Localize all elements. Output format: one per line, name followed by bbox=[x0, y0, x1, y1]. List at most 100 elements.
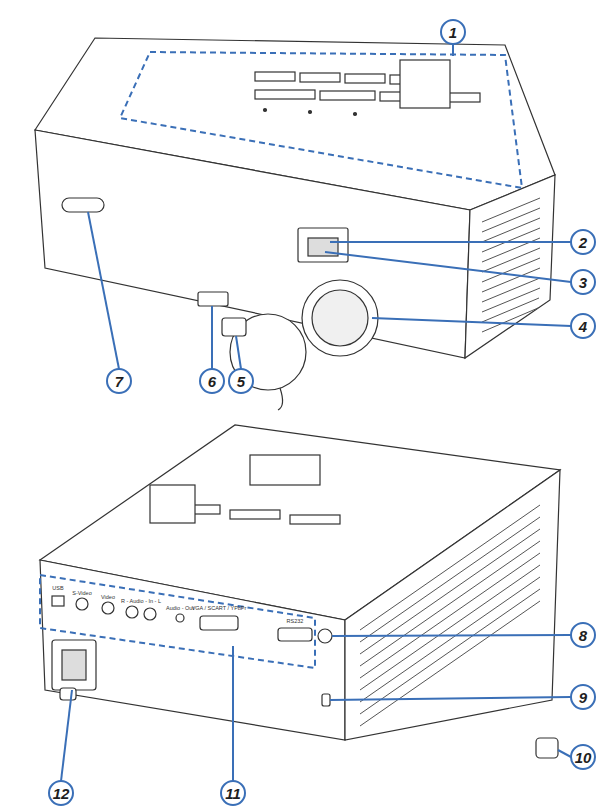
control-buttons bbox=[150, 485, 340, 524]
callout-circle bbox=[441, 20, 465, 44]
vent-slots bbox=[360, 541, 540, 666]
button bbox=[345, 74, 385, 83]
callout-circle bbox=[571, 314, 595, 338]
callout-circle bbox=[571, 745, 595, 769]
leader-line bbox=[332, 635, 571, 636]
callout-circle bbox=[571, 685, 595, 709]
leader-line bbox=[236, 336, 241, 369]
dashed-bracket bbox=[120, 52, 522, 188]
vent-slots bbox=[360, 505, 540, 630]
vent-slots bbox=[482, 198, 540, 222]
nav-button bbox=[150, 485, 195, 523]
vent-slots bbox=[482, 218, 540, 242]
side-face bbox=[465, 175, 555, 358]
vent-slots bbox=[360, 565, 540, 690]
button bbox=[255, 90, 315, 99]
callout-number: 3 bbox=[579, 275, 587, 290]
port-label: Video bbox=[101, 595, 115, 601]
button bbox=[230, 510, 280, 519]
button bbox=[300, 73, 340, 82]
callout-number: 5 bbox=[237, 374, 245, 389]
leader-line bbox=[232, 646, 234, 781]
port-label: VGA / SCART / YPbPr bbox=[192, 606, 247, 612]
vent-slots bbox=[482, 308, 538, 332]
vent-slots bbox=[482, 248, 540, 272]
foot bbox=[60, 688, 76, 700]
callout-number: 6 bbox=[208, 374, 216, 389]
callout-number: 9 bbox=[579, 690, 587, 705]
callout-number: 8 bbox=[579, 628, 587, 643]
leader-line bbox=[330, 697, 571, 700]
svideo-port bbox=[76, 598, 88, 610]
leader-line bbox=[372, 318, 571, 326]
lens bbox=[302, 280, 378, 356]
callout-circle bbox=[229, 369, 253, 393]
callout-number: 4 bbox=[579, 319, 587, 334]
elevator-button bbox=[198, 292, 228, 306]
vent-slots bbox=[482, 288, 540, 312]
focus-window bbox=[298, 228, 348, 262]
vent-slots bbox=[482, 198, 540, 332]
control-buttons bbox=[255, 60, 480, 116]
vent-slots bbox=[360, 517, 540, 642]
callout-circle bbox=[107, 369, 131, 393]
usb-port bbox=[52, 596, 64, 606]
vent-slots bbox=[482, 298, 539, 322]
button bbox=[320, 91, 375, 100]
callout-circle bbox=[571, 230, 595, 254]
callout-circle bbox=[571, 270, 595, 294]
port-label: Audio - Out bbox=[166, 606, 194, 612]
vent-slots bbox=[482, 228, 540, 252]
callout-circle bbox=[571, 623, 595, 647]
vent-slots bbox=[482, 278, 540, 302]
audio-out-port bbox=[176, 614, 184, 622]
dashed-bracket bbox=[40, 575, 315, 668]
leader-line bbox=[558, 750, 571, 757]
cap-strap bbox=[278, 388, 283, 410]
leader-line bbox=[211, 306, 213, 369]
leader-line bbox=[330, 241, 571, 243]
vent-slots bbox=[360, 577, 540, 702]
vga-port bbox=[200, 616, 238, 630]
audio-in-port bbox=[144, 608, 156, 620]
lens-inner bbox=[312, 290, 368, 346]
callout-number: 7 bbox=[115, 374, 123, 389]
vent-slots bbox=[482, 258, 540, 282]
power-socket bbox=[62, 650, 86, 680]
power-inlet bbox=[52, 640, 96, 690]
callout-circle bbox=[49, 781, 73, 805]
callout-number: 10 bbox=[575, 750, 592, 765]
vent-slots bbox=[360, 553, 540, 678]
leader-line bbox=[325, 252, 571, 282]
indicator bbox=[354, 113, 357, 116]
lens-window bbox=[250, 455, 320, 485]
lock-slot bbox=[322, 694, 330, 706]
callout-circles bbox=[49, 20, 595, 805]
nav-button bbox=[400, 60, 450, 108]
port-label: USB bbox=[52, 586, 63, 592]
video-port bbox=[102, 602, 114, 614]
vent-slots bbox=[360, 505, 540, 726]
callout-circle bbox=[200, 369, 224, 393]
vent-slots bbox=[360, 601, 540, 726]
port-label: R - Audio - In - L bbox=[121, 599, 161, 605]
audio-in-port bbox=[126, 606, 138, 618]
projector-front-view bbox=[35, 38, 555, 410]
elevator-foot bbox=[222, 318, 246, 336]
callout-number: 12 bbox=[53, 786, 70, 801]
callout-circle bbox=[221, 781, 245, 805]
indicator bbox=[309, 111, 312, 114]
port-label: S-Video bbox=[72, 591, 91, 597]
callout-number: 1 bbox=[449, 25, 457, 40]
ir-receiver bbox=[62, 198, 104, 212]
rear-face bbox=[40, 560, 345, 740]
button bbox=[255, 72, 295, 81]
vent-slots bbox=[482, 208, 540, 232]
leader-lines bbox=[61, 44, 571, 781]
projector-rear-view bbox=[40, 425, 560, 758]
leader-line bbox=[452, 44, 454, 56]
button bbox=[290, 515, 340, 524]
vent-slots bbox=[360, 589, 540, 714]
